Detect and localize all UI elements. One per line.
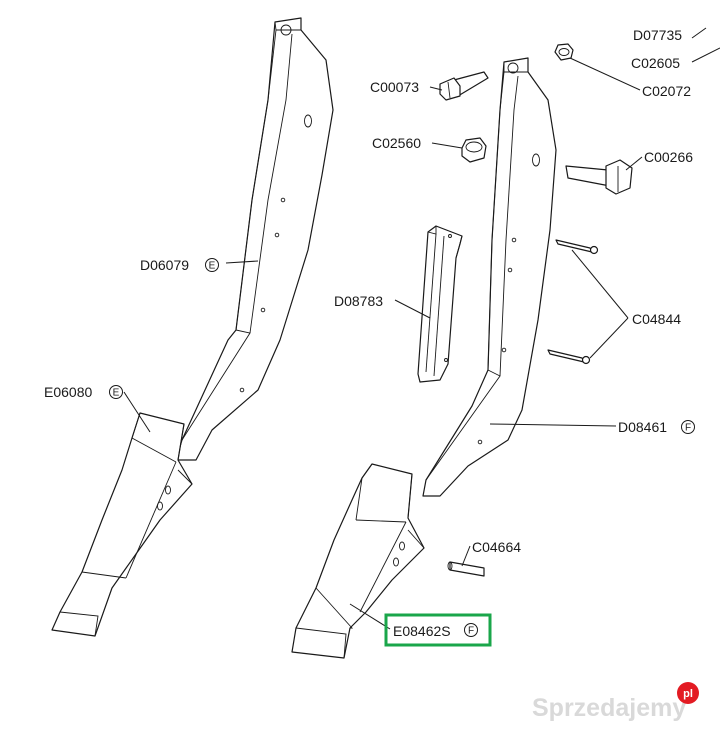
label-c02072: C02072 [642, 83, 691, 99]
label-c04844: C04844 [632, 311, 681, 327]
leader-lines [123, 27, 720, 630]
shank-right-d08461 [422, 57, 557, 497]
point-right-e08462s [291, 463, 425, 659]
watermark-badge-text: pl [683, 688, 693, 700]
marker-d06079: E [209, 261, 216, 272]
circle-marker-e08462s [464, 623, 478, 637]
marker-e06080: E [113, 388, 120, 399]
label-c00073: C00073 [370, 79, 419, 95]
bolt-c00266 [565, 159, 633, 195]
label-d07735: D07735 [633, 27, 682, 43]
watermark-badge [677, 682, 699, 704]
label-e06080: E06080 [44, 384, 92, 400]
label-d08461: D08461 [618, 419, 667, 435]
circle-marker-e06080 [109, 385, 123, 399]
marker-d08461: F [685, 423, 691, 434]
circle-marker-d06079 [205, 258, 219, 272]
label-d08783: D08783 [334, 293, 383, 309]
watermark-text: Sprzedajemy [532, 694, 686, 722]
label-e08462s: E08462S [393, 623, 451, 639]
marker-e08462s: F [468, 626, 474, 637]
nut-c02072 [554, 43, 574, 61]
watermark: Sprzedajemy pl [532, 682, 699, 722]
highlight-box-e08462s [384, 613, 492, 647]
guide-d08783 [417, 225, 463, 383]
label-c02605: C02605 [631, 55, 680, 71]
circle-marker-d08461 [681, 420, 695, 434]
nut-c02560 [461, 137, 487, 163]
pins-c04844 [547, 239, 599, 365]
label-d06079: D06079 [140, 257, 189, 273]
label-c00266: C00266 [644, 149, 693, 165]
shank-left-d06079 [175, 17, 334, 461]
part-labels: D07735 C02605 C02072 C00073 C02560 C0026… [44, 27, 695, 639]
label-c02560: C02560 [372, 135, 421, 151]
bolt-c00073 [439, 71, 489, 101]
label-c04664: C04664 [472, 539, 521, 555]
pin-c04664 [447, 561, 485, 577]
point-left-e06080 [51, 412, 193, 637]
